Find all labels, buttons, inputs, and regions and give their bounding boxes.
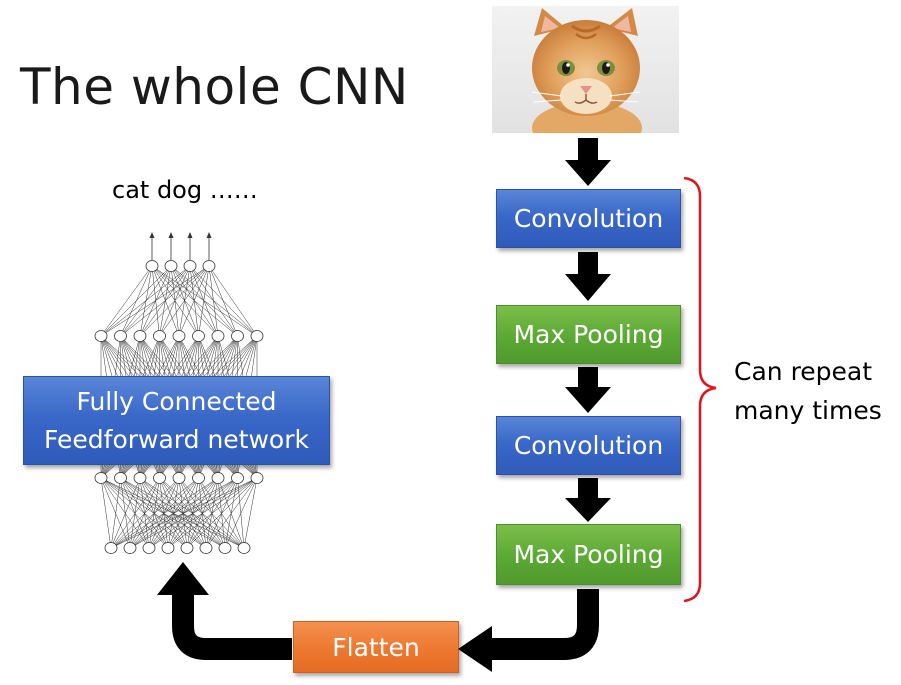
- network-edge: [100, 265, 191, 337]
- network-node: [180, 542, 194, 554]
- network-edge: [110, 477, 199, 549]
- network-edge: [243, 477, 258, 549]
- curved-arrow-flatten-to-fc: [172, 593, 292, 660]
- network-edge: [100, 265, 210, 337]
- repeat-note: Can repeat many times: [734, 352, 882, 430]
- network-node: [202, 260, 216, 272]
- network-node: [211, 472, 225, 484]
- network-edge: [205, 477, 258, 549]
- network-node: [231, 472, 244, 484]
- network-node: [164, 260, 178, 272]
- down-arrow-conv-to-pool-2: [565, 478, 611, 522]
- network-edge: [148, 477, 258, 549]
- max-pooling-label-1: Max Pooling: [513, 320, 664, 349]
- network-node: [153, 472, 166, 484]
- network-node: [192, 330, 205, 342]
- network-edge: [167, 477, 258, 549]
- network-node: [104, 542, 118, 554]
- network-edge: [110, 477, 258, 549]
- network-node: [250, 330, 264, 342]
- convolution-label-1: Convolution: [513, 204, 664, 233]
- repeat-brace: [683, 176, 717, 603]
- convolution-label-2: Convolution: [513, 431, 664, 460]
- network-node: [183, 260, 197, 272]
- network-node: [231, 330, 244, 342]
- fully-connected-box: Fully Connected Feedforward network: [23, 376, 330, 465]
- network-node: [172, 472, 186, 484]
- network-node: [114, 472, 127, 484]
- max-pooling-box-2: Max Pooling: [496, 524, 681, 585]
- network-node: [114, 330, 127, 342]
- flatten-arrowhead: [458, 626, 492, 672]
- network-edge: [110, 477, 141, 549]
- convolution-box-1: Convolution: [496, 189, 681, 248]
- network-edge: [100, 265, 153, 337]
- output-arrowhead: [149, 232, 155, 238]
- network-edge: [186, 477, 258, 549]
- cat-image: [492, 6, 679, 133]
- network-node: [142, 542, 156, 554]
- down-arrow-pool-to-conv: [565, 367, 611, 413]
- network-node: [211, 330, 225, 342]
- page-title: The whole CNN: [20, 58, 409, 116]
- network-node: [161, 542, 175, 554]
- network-edge: [159, 265, 210, 337]
- network-node: [192, 472, 205, 484]
- network-edge: [110, 477, 160, 549]
- network-edge: [100, 265, 172, 337]
- fully-connected-label-line2: Feedforward network: [44, 424, 309, 454]
- network-edge: [110, 477, 219, 549]
- max-pooling-box-1: Max Pooling: [496, 305, 681, 364]
- output-arrowhead: [168, 232, 174, 238]
- network-edge: [110, 477, 180, 549]
- network-edge: [224, 477, 258, 549]
- network-edge: [139, 265, 210, 337]
- network-edge: [129, 477, 258, 549]
- network-edge: [208, 265, 219, 337]
- network-edge: [120, 265, 210, 337]
- repeat-note-line1: Can repeat: [734, 357, 873, 386]
- fully-connected-label-line1: Fully Connected: [76, 386, 277, 416]
- network-node: [237, 542, 251, 554]
- network-node: [133, 472, 147, 484]
- network-edge: [178, 265, 210, 337]
- network-node: [133, 330, 147, 342]
- network-node: [123, 542, 137, 554]
- convolution-box-2: Convolution: [496, 416, 681, 475]
- down-arrow-image-to-conv: [565, 138, 611, 186]
- network-edge: [110, 477, 121, 549]
- network-node: [250, 472, 264, 484]
- network-edge: [198, 265, 210, 337]
- max-pooling-label-2: Max Pooling: [513, 540, 664, 569]
- flatten-box: Flatten: [293, 621, 459, 673]
- repeat-note-line2: many times: [734, 396, 882, 425]
- network-node: [153, 330, 166, 342]
- fc-arrowhead: [157, 562, 209, 595]
- network-node: [94, 472, 108, 484]
- network-node: [172, 330, 186, 342]
- network-node: [145, 260, 159, 272]
- down-arrow-conv-to-pool: [565, 252, 611, 301]
- network-edge: [208, 265, 258, 337]
- curved-arrow-pool-to-flatten: [490, 589, 599, 660]
- network-edge: [110, 477, 238, 549]
- output-labels: cat dog ……: [112, 176, 258, 204]
- network-node: [218, 542, 232, 554]
- network-node: [94, 330, 108, 342]
- network-edge: [208, 265, 238, 337]
- output-arrowhead: [206, 232, 212, 238]
- network-edge: [100, 477, 112, 549]
- flatten-label: Flatten: [332, 632, 420, 662]
- network-node: [199, 542, 213, 554]
- output-arrowhead: [187, 232, 193, 238]
